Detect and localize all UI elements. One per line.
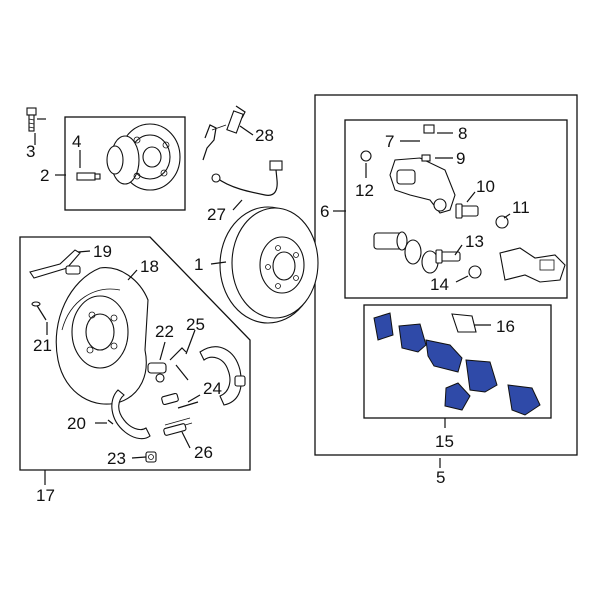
callout-19: 19 [93, 242, 112, 261]
backing-plate-part [55, 267, 149, 405]
caliper-bracket-part [499, 247, 566, 283]
callout-1: 1 [194, 255, 203, 274]
hub-bearing-box [64, 116, 186, 211]
hold-down-pin-part [31, 301, 47, 321]
callout-3: 3 [26, 142, 35, 161]
caliper-housing-part [389, 157, 456, 214]
callout-14: 14 [430, 275, 449, 294]
callout-7: 7 [385, 132, 394, 151]
backing-plate-group-outline [19, 236, 251, 471]
callout-23: 23 [107, 449, 126, 468]
callout-28: 28 [255, 126, 274, 145]
callout-25: 25 [186, 315, 205, 334]
callout-6: 6 [320, 202, 329, 221]
callout-20: 20 [67, 414, 86, 433]
callout-22: 22 [155, 322, 174, 341]
callout-2: 2 [40, 166, 49, 185]
brake-pad-kit-box [363, 304, 552, 419]
callout-18: 18 [140, 257, 159, 276]
parking-brake-shoes-part [107, 346, 246, 440]
callout-11: 11 [512, 198, 530, 217]
callout-13: 13 [465, 232, 484, 251]
hub-bearing-part [76, 123, 181, 191]
leader-lines [34, 125, 511, 485]
callout-26: 26 [194, 443, 213, 462]
brake-pad-kit-part [373, 312, 541, 416]
callout-10: 10 [476, 177, 495, 196]
callout-12: 12 [355, 181, 374, 200]
speed-sensor-part [202, 105, 246, 161]
callout-15: 15 [435, 432, 454, 451]
callout-5: 5 [436, 468, 445, 487]
sensor-cable-part [211, 160, 283, 196]
parking-lever-part [29, 249, 81, 279]
callout-9: 9 [456, 149, 465, 168]
callout-17: 17 [36, 486, 55, 505]
piston-seal-part [373, 231, 439, 274]
callout-21: 21 [33, 336, 52, 355]
hub-bolt-part [26, 107, 46, 132]
callout-4: 4 [72, 132, 81, 151]
callout-24: 24 [203, 379, 222, 398]
callout-16: 16 [496, 317, 515, 336]
caliper-small-fasteners-part [360, 124, 435, 162]
adjuster-hardware-part [147, 347, 199, 436]
callout-27: 27 [207, 205, 226, 224]
brake-rotor-part [219, 206, 319, 324]
callout-8: 8 [458, 124, 467, 143]
caliper-subassembly-box [344, 119, 568, 299]
shoe-retainer-part [145, 451, 157, 463]
